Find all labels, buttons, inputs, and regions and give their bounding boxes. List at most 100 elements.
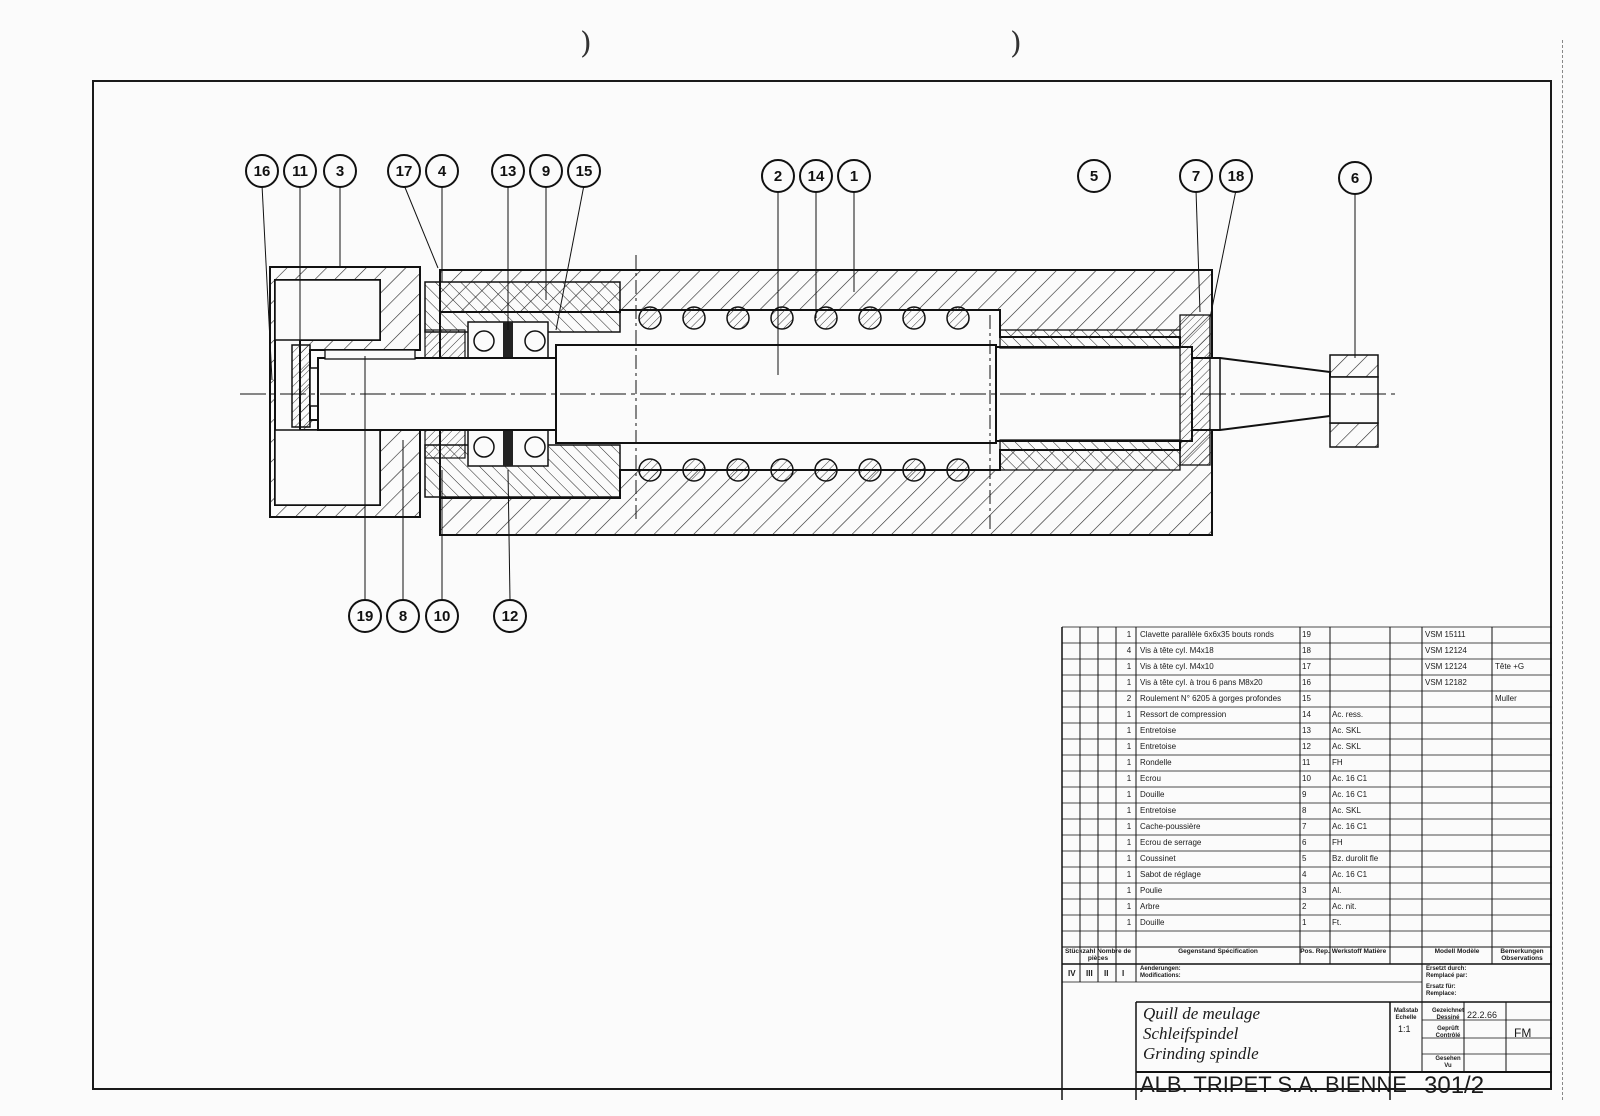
key-part-19 [324, 349, 416, 360]
bom-desc: Roulement N° 6205 à gorges profondes [1140, 694, 1282, 703]
svg-text:14: 14 [808, 168, 825, 185]
svg-text:1: 1 [850, 168, 858, 185]
bom-material: FH [1332, 838, 1343, 847]
callout-17: 17 [387, 154, 421, 188]
bom-qty: 1 [1126, 710, 1132, 719]
bom-desc: Sabot de réglage [1140, 870, 1201, 879]
callouts-bottom: 19 8 10 12 [348, 599, 527, 633]
dust-cover-part-7 [1179, 314, 1211, 466]
bom-qty: 1 [1126, 822, 1132, 831]
bom-desc: Vis à tête cyl. à trou 6 pans M8x20 [1140, 678, 1263, 687]
revision-col: II [1104, 969, 1109, 978]
bom-desc: Vis à tête cyl. M4x18 [1140, 646, 1214, 655]
svg-text:19: 19 [357, 608, 374, 625]
scan-mark: ) [580, 26, 592, 61]
bom-pos: 6 [1302, 838, 1307, 847]
title-french: Quill de meulage [1143, 1004, 1261, 1023]
bom-qty: 1 [1126, 726, 1132, 735]
bom-desc: Cache-poussière [1140, 822, 1201, 831]
callout-13: 13 [491, 154, 525, 188]
bom-remark: Tête +G [1495, 662, 1525, 671]
bom-qty: 1 [1126, 630, 1132, 639]
bom-qty: 4 [1126, 646, 1132, 655]
svg-text:12: 12 [502, 608, 519, 625]
svg-text:5: 5 [1090, 168, 1098, 185]
svg-text:2: 2 [774, 168, 782, 185]
bom-desc: Ressort de compression [1140, 710, 1227, 719]
bom-desc: Clavette parallèle 6x6x35 bouts ronds [1140, 630, 1274, 639]
svg-text:15: 15 [576, 163, 593, 180]
spring-coil [726, 306, 750, 330]
bom-model: VSM 12182 [1425, 678, 1467, 687]
header-description: Gegenstand Spécification [1178, 948, 1258, 955]
svg-text:10: 10 [434, 608, 451, 625]
svg-text:3: 3 [336, 163, 344, 180]
spring-coil [814, 458, 838, 482]
callout-15: 15 [567, 154, 601, 188]
callout-6: 6 [1338, 161, 1372, 195]
bom-desc: Entretoise [1140, 806, 1177, 815]
bom-qty: 1 [1126, 806, 1132, 815]
callout-16: 16 [245, 154, 279, 188]
bom-pos: 2 [1302, 902, 1307, 911]
bom-desc: Vis à tête cyl. M4x10 [1140, 662, 1214, 671]
bom-qty: 1 [1126, 758, 1132, 767]
bom-qty: 1 [1126, 886, 1132, 895]
bom-pos: 14 [1302, 710, 1311, 719]
bom-pos: 3 [1302, 886, 1307, 895]
header-material: Werkstoff Matière [1331, 948, 1387, 955]
bom-remark: Muller [1495, 694, 1517, 703]
spring-coil [638, 306, 662, 330]
replaces-label: Ersatz für: Remplace: [1426, 984, 1457, 997]
spring-coil [902, 458, 926, 482]
bom-qty: 1 [1126, 678, 1132, 687]
spring-coil [682, 306, 706, 330]
replaced-by-label: Ersetzt durch: Remplacé par: [1426, 966, 1468, 979]
svg-text:4: 4 [438, 163, 447, 180]
drawn-label: Gezeichnet Dessiné [1432, 1008, 1465, 1021]
callout-9: 9 [529, 154, 563, 188]
spring-part-14 [638, 306, 970, 482]
callout-8: 8 [386, 599, 420, 633]
bom-qty: 1 [1126, 742, 1132, 751]
bom-pos: 1 [1302, 918, 1307, 927]
washer-part-11 [291, 344, 311, 428]
drawing-sheet-frame [92, 80, 1552, 1090]
header-remarks: Bemerkungen Observations [1500, 948, 1544, 962]
bom-pos: 9 [1302, 790, 1307, 799]
bom-desc: Arbre [1140, 902, 1160, 911]
bom-material: Ac. ress. [1332, 710, 1364, 719]
callout-12: 12 [493, 599, 527, 633]
bom-qty: 1 [1126, 838, 1132, 847]
bom-material: Ft. [1332, 918, 1342, 927]
svg-text:7: 7 [1192, 168, 1200, 185]
bushing-part-5 [999, 439, 1181, 471]
bom-desc: Coussinet [1140, 854, 1176, 863]
svg-text:18: 18 [1228, 168, 1245, 185]
bom-pos: 5 [1302, 854, 1307, 863]
bushing-part-5 [999, 329, 1181, 349]
scan-mark: ) [1010, 26, 1022, 61]
bom-qty: 1 [1126, 902, 1132, 911]
callout-4: 4 [425, 154, 459, 188]
revision-col: III [1086, 969, 1093, 978]
bom-qty: 1 [1126, 854, 1132, 863]
bom-material: Ac. SKL [1332, 806, 1361, 815]
header-qty: Stückzahl Nombre de pièces [1064, 948, 1132, 962]
callout-18: 18 [1219, 159, 1253, 193]
bom-material: Ac. SKL [1332, 742, 1361, 751]
bom-desc: Ecrou de serrage [1140, 838, 1202, 847]
revision-col: IV [1068, 969, 1076, 978]
checked-label: Geprüft Contrôlé [1435, 1026, 1461, 1039]
bom-pos: 7 [1302, 822, 1307, 831]
seen-label: Gesehen Vu [1435, 1056, 1461, 1069]
svg-text:8: 8 [399, 608, 407, 625]
callout-3: 3 [323, 154, 357, 188]
bom-qty: 1 [1126, 790, 1132, 799]
header-model: Modell Modèle [1434, 948, 1480, 955]
leader-lines [261, 184, 1356, 601]
bom-qty: 1 [1126, 870, 1132, 879]
bom-pos: 8 [1302, 806, 1307, 815]
bom-model: VSM 12124 [1425, 646, 1467, 655]
